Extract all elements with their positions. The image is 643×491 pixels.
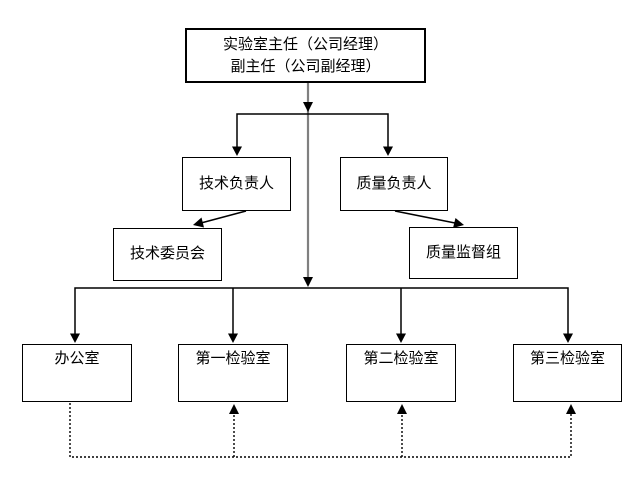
node-lab2-label: 第二检验室 [363, 351, 439, 367]
center-trunk-line [303, 83, 313, 287]
node-director-line1: 实验室主任（公司经理） [222, 36, 388, 53]
level2-branch-line [232, 113, 393, 156]
tech-committee-diagonal-arrow [193, 210, 247, 228]
quality-supervision-diagonal-arrow [394, 210, 464, 228]
node-lab3-label: 第三检验室 [529, 351, 605, 367]
node-office-label: 办公室 [54, 351, 100, 367]
node-tech-manager-label: 技术负责人 [198, 175, 274, 192]
node-quality-supervision-label: 质量监督组 [425, 244, 501, 261]
node-tech-committee-label: 技术委员会 [129, 246, 205, 262]
node-quality-supervision: 质量监督组 [409, 227, 518, 279]
node-lab1: 第一检验室 [178, 344, 288, 402]
level4-distribution-line [70, 287, 573, 343]
node-office: 办公室 [22, 344, 132, 402]
node-director: 实验室主任（公司经理） 副主任（公司副经理） [185, 28, 426, 83]
node-lab3: 第三检验室 [513, 344, 622, 402]
node-lab1-label: 第一检验室 [195, 351, 271, 367]
node-quality-manager: 质量负责人 [340, 157, 448, 211]
node-quality-manager-label: 质量负责人 [356, 175, 432, 192]
node-tech-manager: 技术负责人 [182, 157, 291, 211]
node-lab2: 第二检验室 [346, 344, 456, 402]
node-tech-committee: 技术委员会 [113, 228, 222, 281]
node-director-line2: 副主任（公司副经理） [230, 58, 381, 75]
office-dotted-feedback-line [69, 403, 576, 458]
